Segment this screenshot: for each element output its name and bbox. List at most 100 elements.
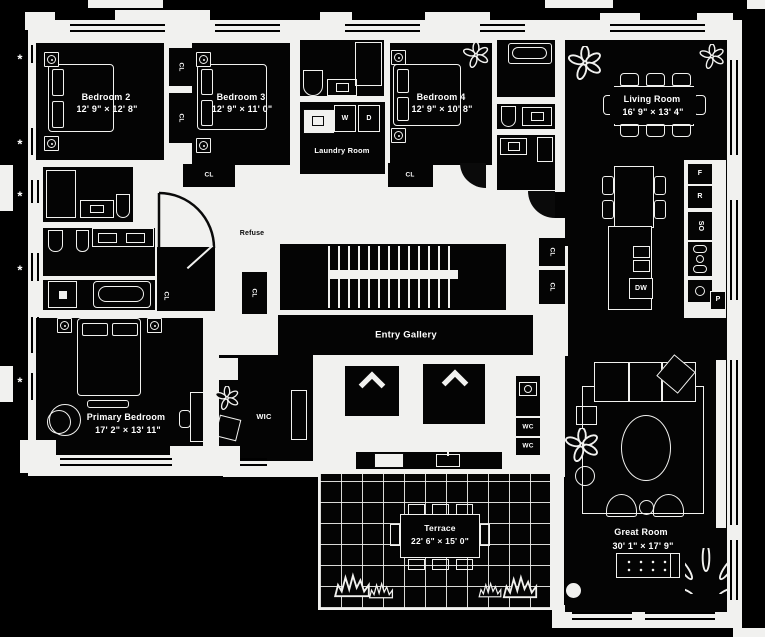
pillow	[397, 69, 409, 93]
closet-label: CL	[204, 171, 214, 179]
bathtub	[508, 43, 552, 64]
room-label-bedroom3-name: Bedroom 3	[216, 91, 266, 102]
sink-icon	[519, 382, 537, 396]
sink-basin-icon	[531, 112, 544, 121]
room-label-great-dims: 30' 1" × 17' 9"	[612, 540, 674, 551]
sink-basin-icon	[695, 286, 705, 296]
closet-b2-b3-lower	[169, 93, 193, 143]
sconce-icon	[196, 138, 211, 153]
window-marker: *	[17, 262, 23, 278]
bed	[48, 64, 114, 132]
bathtub	[93, 281, 151, 308]
bush-icon	[502, 572, 538, 599]
room-label-bedroom2-name: Bedroom 2	[81, 91, 131, 102]
room-entry-gallery	[278, 315, 534, 355]
console-divider	[669, 554, 671, 577]
exterior-stub	[747, 0, 765, 9]
toilet-icon	[48, 230, 63, 252]
room-label-bedroom4-dims: 12' 9" × 10' 8"	[411, 103, 473, 114]
bed	[197, 64, 267, 130]
refrigerator-label: R	[697, 193, 703, 201]
window	[31, 180, 39, 203]
room-label-great-name: Great Room	[614, 526, 668, 537]
window	[572, 612, 632, 620]
bush-icon	[333, 570, 371, 598]
round-table	[575, 466, 595, 486]
wc-label: WC	[522, 442, 534, 450]
dining-chair	[672, 124, 691, 137]
pantry-label: P	[715, 296, 721, 304]
side-table-round	[639, 500, 654, 515]
room-bath4	[497, 40, 555, 190]
sconce-icon	[196, 52, 211, 67]
kitchen-chair	[602, 176, 614, 195]
closet-primary-bath	[158, 282, 174, 310]
window-marker: *	[17, 136, 23, 152]
side-table	[576, 406, 597, 425]
dresser	[291, 390, 307, 440]
terrace-chair	[456, 559, 473, 570]
room-label-living-dims: 16' 9" × 13' 4"	[622, 106, 684, 117]
washer	[334, 105, 356, 132]
room-label-wic: WIC	[256, 411, 272, 421]
kitchen-table	[614, 166, 654, 228]
wall-kitchen-left-upper	[555, 40, 565, 192]
plant-icon	[564, 428, 600, 462]
toilet-icon	[116, 194, 130, 218]
closet-label: CL	[250, 288, 258, 298]
kitchen-chair	[654, 176, 666, 195]
door-opening-kitchen	[555, 192, 565, 218]
elevator-chevron-icon	[438, 369, 472, 387]
room-label-primary-name: Primary Bedroom	[86, 411, 166, 422]
closet-label: CL	[162, 291, 170, 301]
pantry	[710, 291, 726, 310]
pedestal-sink-icon	[303, 70, 323, 96]
closet-hall-upper	[539, 238, 565, 266]
service-cabinet	[374, 453, 404, 468]
sconce-icon	[391, 128, 406, 143]
kitchen-chair	[654, 200, 666, 219]
sconce-icon	[147, 318, 162, 333]
dishwasher	[629, 278, 653, 299]
dining-chair	[672, 73, 691, 86]
bathtub-inner	[98, 286, 144, 302]
room-label-terrace-dims: 22' 6" × 15' 0"	[411, 536, 469, 547]
room-wc-2	[516, 438, 540, 455]
room-label-entry-gallery: Entry Gallery	[375, 329, 437, 341]
dining-chair	[646, 73, 665, 86]
desk	[190, 392, 207, 442]
closet-label: CL	[405, 171, 415, 179]
utility-sink	[303, 109, 335, 134]
sconce-icon	[44, 136, 59, 151]
dining-chair	[695, 95, 706, 115]
window	[60, 458, 172, 466]
wc-label: WC	[522, 423, 534, 431]
sconce-icon	[57, 318, 72, 333]
refrigerator	[688, 186, 712, 208]
room-label-bedroom2-dims: 12' 9" × 12' 8"	[76, 103, 138, 114]
burner-icon	[693, 245, 707, 253]
kitchen-chair	[602, 200, 614, 219]
window	[31, 373, 39, 400]
freezer-label: F	[697, 170, 703, 178]
shower	[46, 170, 76, 218]
pillow	[52, 69, 64, 96]
floor-lamp-icon	[566, 583, 581, 598]
window	[31, 45, 39, 63]
window	[31, 317, 39, 353]
sconce-icon	[391, 50, 406, 65]
drain-icon	[59, 291, 67, 299]
dining-chair	[646, 124, 665, 137]
cooktop-icon	[633, 246, 650, 258]
console-dots	[619, 556, 667, 575]
washer-label: W	[341, 115, 349, 123]
window	[730, 540, 738, 600]
closet-stair	[242, 272, 267, 314]
vanity-sink-icon	[80, 200, 114, 218]
closet-label: CL	[548, 282, 556, 292]
room-label-laundry: Laundry Room	[314, 145, 370, 155]
shower-stall	[48, 281, 77, 308]
shower	[355, 42, 382, 86]
window	[610, 24, 705, 32]
plant-icon	[698, 44, 726, 69]
